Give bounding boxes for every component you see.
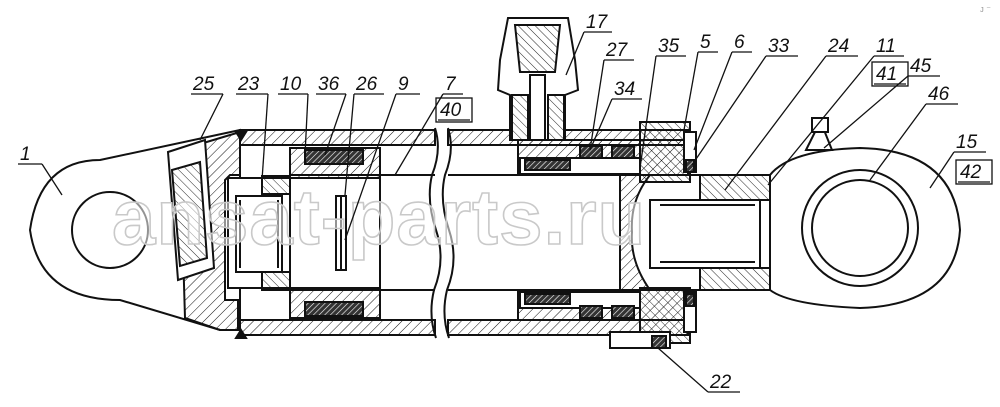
callout-label-22: 22 bbox=[709, 372, 732, 393]
callout-label-7: 7 bbox=[445, 74, 457, 95]
callout-label-1: 1 bbox=[20, 144, 31, 165]
rod-eye bbox=[769, 117, 962, 310]
piston-assembly bbox=[227, 147, 381, 319]
callout-box-42 bbox=[955, 159, 993, 185]
callout-label-6: 6 bbox=[734, 32, 745, 53]
callout-label-36: 36 bbox=[318, 74, 340, 95]
callout-label-9: 9 bbox=[398, 74, 409, 95]
callout-leader-25 bbox=[199, 93, 224, 141]
callout-leader-9 bbox=[344, 93, 397, 241]
callout-leader-26 bbox=[344, 93, 355, 196]
callout-labels: 1 25 23 10 36 26 9 7 40 17 27 34 35 5 6 33 24 11 41 45 46 15 4… bbox=[20, 12, 982, 393]
callout-label-42: 42 bbox=[960, 162, 982, 183]
callout-label-46: 46 bbox=[928, 84, 950, 105]
callout-leader-46 bbox=[869, 103, 927, 181]
callout-leader-34 bbox=[589, 98, 613, 151]
callout-label-24: 24 bbox=[827, 36, 849, 57]
callout-label-40: 40 bbox=[440, 100, 462, 121]
callout-leader-24 bbox=[724, 55, 827, 191]
callout-leader-1 bbox=[41, 163, 63, 196]
callout-label-45: 45 bbox=[910, 56, 932, 77]
callout-box-41 bbox=[871, 61, 909, 87]
callout-leader-35 bbox=[639, 55, 657, 169]
watermark: ansat-parts.ru bbox=[112, 173, 646, 261]
callout-label-23: 23 bbox=[237, 74, 260, 95]
callout-leader-27 bbox=[589, 59, 605, 151]
callout-leader-17 bbox=[565, 31, 585, 76]
callout-label-15: 15 bbox=[956, 132, 978, 153]
callout-label-26: 26 bbox=[355, 74, 378, 95]
callout-leader-5 bbox=[683, 51, 699, 131]
callout-leader-11 bbox=[767, 55, 875, 186]
callout-label-5: 5 bbox=[700, 32, 711, 53]
callout-leader-6 bbox=[693, 51, 733, 151]
callout-leader-36 bbox=[324, 93, 347, 156]
callout-leader-23 bbox=[261, 93, 269, 181]
callout-label-17: 17 bbox=[586, 12, 609, 33]
callout-leader-33 bbox=[691, 55, 767, 166]
callout-label-11: 11 bbox=[876, 36, 896, 57]
callout-leader-10 bbox=[304, 93, 309, 156]
callout-label-34: 34 bbox=[614, 79, 635, 100]
callout-label-10: 10 bbox=[280, 74, 302, 95]
callout-leader-45 bbox=[823, 75, 909, 149]
rear-clevis bbox=[28, 128, 248, 339]
callout-leader-7 bbox=[394, 93, 444, 176]
rod-gland bbox=[496, 17, 793, 349]
callout-label-33: 33 bbox=[768, 36, 790, 57]
callout-label-35: 35 bbox=[658, 36, 680, 57]
callout-label-41: 41 bbox=[876, 64, 897, 85]
callout-label-25: 25 bbox=[192, 74, 215, 95]
callout-leaders bbox=[18, 31, 993, 393]
callout-box-40 bbox=[435, 97, 473, 123]
callout-label-27: 27 bbox=[605, 40, 629, 61]
callout-leader-22 bbox=[657, 347, 709, 393]
callout-leader-15 bbox=[929, 151, 955, 189]
corner-mark: ᴊ ⁻ bbox=[980, 4, 991, 14]
